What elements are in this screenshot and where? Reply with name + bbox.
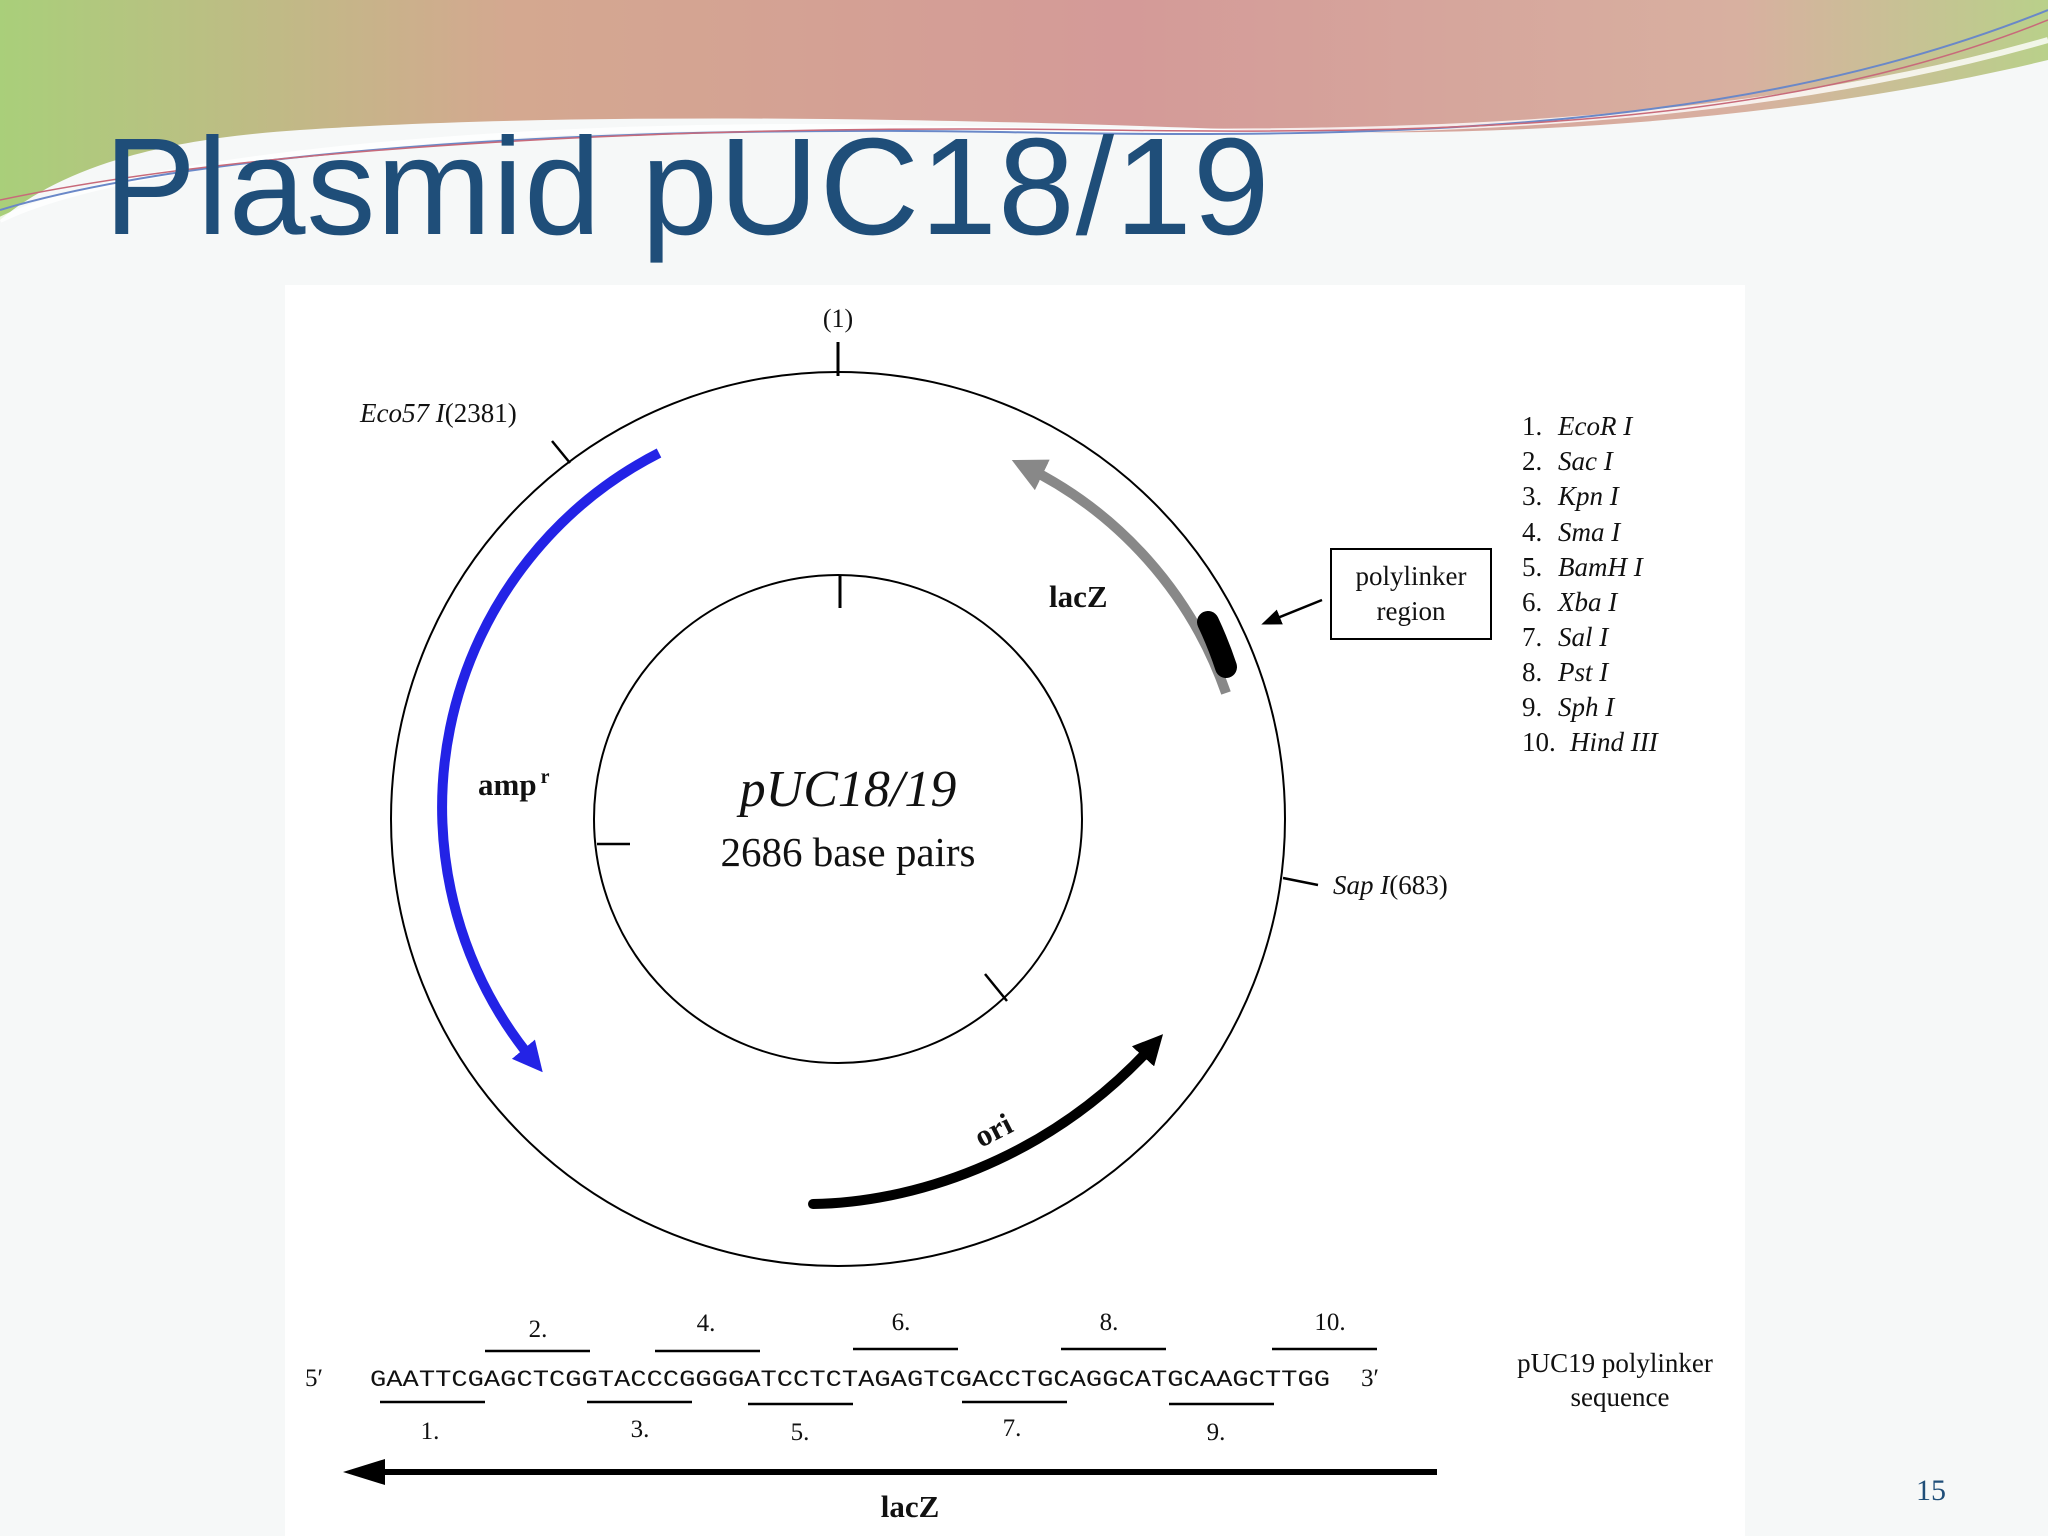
inner-ring — [593, 574, 1083, 1064]
enzyme-list-item: 7. Sal I — [1522, 622, 1610, 652]
header-swoosh — [0, 0, 2048, 223]
enzyme-name: Kpn I — [1557, 481, 1621, 511]
enzyme-name: EcoR I — [1557, 411, 1634, 441]
five-prime-label: 5′ — [305, 1365, 323, 1392]
plasmid-name: pUC18/19 — [736, 761, 957, 818]
enzyme-list-item: 9. Sph I — [1522, 692, 1616, 722]
amp-label-superscript: r — [541, 766, 550, 788]
polylinker-block — [1197, 611, 1237, 678]
ori-arrow — [808, 1034, 1164, 1209]
eco57i-position: (2381) — [445, 398, 517, 428]
enzyme-list-item: 1. EcoR I — [1522, 411, 1634, 441]
lacz-ring-label: lacZ — [1049, 579, 1108, 614]
enzyme-name: Pst I — [1557, 657, 1610, 687]
sapi-tick — [1282, 876, 1319, 887]
enzyme-list-item: 8. Pst I — [1522, 657, 1610, 687]
eco57i-tick — [551, 440, 571, 464]
site-mark-lower: 1. — [421, 1418, 440, 1445]
enzyme-num: 8. — [1522, 657, 1542, 687]
sequence-caption-line1: pUC19 polylinker — [1517, 1348, 1713, 1378]
polylinker-callout-line2: region — [1377, 596, 1446, 626]
enzyme-name: Xba I — [1557, 587, 1619, 617]
site-mark-lower: 5. — [791, 1419, 810, 1446]
site-mark-lower: 3. — [631, 1416, 650, 1443]
inner-tick-lower-right — [984, 973, 1008, 1002]
origin-label: (1) — [823, 304, 853, 333]
eco57i-enzyme: Eco57 I — [359, 398, 447, 428]
eco57i-label: Eco57 I(2381) — [359, 398, 517, 428]
enzyme-list-item: 5. BamH I — [1522, 552, 1645, 582]
enzyme-num: 6. — [1522, 587, 1542, 617]
enzyme-list-item: 4. Sma I — [1522, 517, 1622, 547]
site-mark-upper: 10. — [1314, 1309, 1345, 1336]
lacz-sequence-label: lacZ — [881, 1489, 940, 1524]
enzyme-num: 1. — [1522, 411, 1542, 441]
enzyme-num: 5. — [1522, 552, 1542, 582]
site-mark-upper: 4. — [697, 1310, 716, 1337]
enzyme-num: 4. — [1522, 517, 1542, 547]
sapi-label: Sap I(683) — [1333, 870, 1448, 900]
ori-label: ori — [968, 1106, 1018, 1155]
polylinker-callout-line1: polylinker — [1356, 561, 1467, 591]
site-mark-lower: 7. — [1003, 1415, 1022, 1442]
polylinker-callout-box — [1330, 548, 1492, 640]
site-mark-lower: 9. — [1207, 1419, 1226, 1446]
enzyme-num: 9. — [1522, 692, 1542, 722]
three-prime-label: 3′ — [1361, 1365, 1379, 1392]
sequence-bases: GAATTCGAGCTCGGTACCCGGGGATCCTCTAGAGTCGACC… — [370, 1367, 1330, 1393]
amp-label-text: amp — [478, 767, 537, 802]
enzyme-num: 10. — [1522, 727, 1556, 757]
site-mark-upper: 8. — [1100, 1309, 1119, 1336]
enzyme-name: Sph I — [1558, 692, 1616, 722]
enzyme-list: 1. EcoR I 2. Sac I 3. Kpn I 4. Sma I 5. BamH … — [1522, 411, 1660, 757]
slide-title: Plasmid pUC18/19 — [104, 110, 1271, 264]
site-mark-upper: 2. — [529, 1316, 548, 1343]
outer-ring — [390, 371, 1286, 1267]
plasmid-size: 2686 base pairs — [720, 829, 975, 875]
enzyme-name: BamH I — [1558, 552, 1645, 582]
page-number: 15 — [1916, 1474, 1946, 1507]
lacz-direction-arrowhead — [343, 1459, 385, 1485]
sapi-enzyme: Sap I — [1333, 870, 1391, 900]
enzyme-list-item: 2. Sac I — [1522, 446, 1615, 476]
amp-arrow — [437, 448, 662, 1073]
enzyme-num: 7. — [1522, 622, 1542, 652]
sequence-caption-line2: sequence — [1571, 1382, 1670, 1412]
enzyme-name: Sma I — [1558, 517, 1622, 547]
enzyme-list-item: 6. Xba I — [1522, 587, 1619, 617]
enzyme-num: 3. — [1522, 481, 1542, 511]
site-mark-upper: 6. — [892, 1309, 911, 1336]
enzyme-num: 2. — [1522, 446, 1542, 476]
sapi-position: (683) — [1389, 870, 1447, 900]
enzyme-name: Hind III — [1569, 727, 1660, 757]
polylinker-callout-arrow — [1261, 598, 1323, 625]
enzyme-list-item: 10. Hind III — [1522, 727, 1660, 757]
enzyme-name: Sac I — [1558, 446, 1615, 476]
polylinker-sequence: 5′ GAATTCGAGCTCGGTACCCGGGGATCCTCTAGAGTCG… — [305, 1309, 1713, 1524]
enzyme-list-item: 3. Kpn I — [1522, 481, 1621, 511]
enzyme-name: Sal I — [1558, 622, 1610, 652]
